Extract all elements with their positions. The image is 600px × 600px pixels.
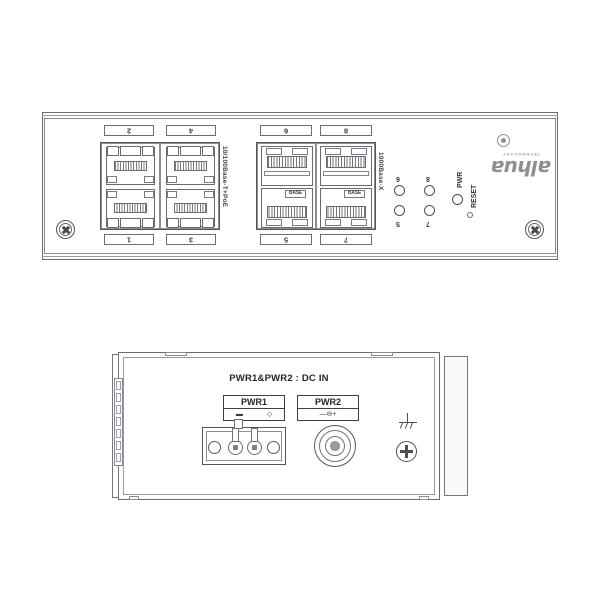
led-label-5: 5 — [396, 220, 400, 227]
sfp-port-6[interactable] — [261, 146, 313, 186]
port-label-4: 4 — [166, 125, 216, 136]
power-panel-chassis: PWR1&PWR2 : DC IN PWR1 ▬ ◇ PWR2 —⊖+ — [118, 352, 440, 500]
ground-screw[interactable] — [396, 441, 417, 462]
brand-logo: alhua TECHNOLOGY — [490, 152, 552, 180]
panel-top-rule — [42, 115, 558, 116]
pwr2-name: PWR2 — [298, 396, 358, 410]
chassis-foot-left — [129, 496, 139, 500]
sfp-base-label-5: BASE — [284, 190, 306, 198]
sfp-column-right — [316, 143, 375, 229]
led-label-power: PWR — [457, 171, 464, 188]
port-label-5: 5 — [260, 234, 312, 245]
led-label-6: 6 — [396, 175, 400, 182]
front-panel-view: 2 4 1 3 — [42, 112, 558, 260]
pwr2-dc-barrel-jack[interactable] — [314, 425, 356, 467]
pwr1-label-plate: PWR1 ▬ ◇ — [223, 395, 285, 422]
chassis-notch-right — [371, 352, 393, 356]
pwr1-terminal-block[interactable] — [202, 419, 286, 465]
sfp-port-7[interactable]: BASE — [320, 188, 372, 228]
led-indicator-power — [452, 194, 463, 205]
reset-button[interactable] — [467, 212, 473, 218]
brand-wordmark: alhua — [491, 156, 551, 180]
port-label-3: 3 — [166, 234, 216, 245]
port-label-8: 8 — [320, 125, 372, 136]
phillips-screw-icon — [528, 223, 541, 236]
pwr2-symbols: —⊖+ — [298, 409, 358, 420]
led-label-8: 8 — [426, 175, 430, 182]
phillips-screw-icon — [59, 223, 72, 236]
port-label-1: 1 — [104, 234, 154, 245]
rj45-port-1[interactable] — [106, 189, 155, 228]
rj45-port-2[interactable] — [106, 146, 155, 185]
sfp-port-8[interactable] — [320, 146, 372, 186]
led-indicator-8 — [424, 185, 435, 196]
power-panel-face — [123, 357, 435, 495]
led-label-7: 7 — [426, 220, 430, 227]
chassis-notch-left — [165, 352, 187, 356]
chassis-screw-left — [56, 220, 75, 239]
port-label-6: 6 — [260, 125, 312, 136]
chassis-screw-right — [525, 220, 544, 239]
earth-ground-icon — [395, 413, 421, 431]
port-label-2: 2 — [104, 125, 154, 136]
dc-minus-symbol: ▬ — [235, 411, 243, 419]
chassis-vent-slots — [113, 378, 123, 466]
dc-plus-symbol: ◇ — [266, 411, 273, 419]
rj45-port-4[interactable] — [166, 146, 215, 185]
sfp-base-label-7: BASE — [343, 190, 365, 198]
pwr2-label-plate: PWR2 —⊖+ — [297, 395, 359, 422]
rj45-port-3[interactable] — [166, 189, 215, 228]
power-panel-view: PWR1&PWR2 : DC IN PWR1 ▬ ◇ PWR2 —⊖+ — [112, 344, 468, 510]
led-indicator-7 — [424, 205, 435, 216]
reset-label: RESET — [471, 184, 478, 208]
sfp-port-5[interactable]: BASE — [261, 188, 313, 228]
rj45-column-right — [160, 143, 219, 229]
led-indicator-6 — [394, 185, 405, 196]
dahua-eye-icon — [497, 134, 510, 147]
dc-center-negative-symbol: —⊖+ — [319, 411, 337, 419]
chassis-foot-right — [419, 496, 429, 500]
power-panel-title: PWR1&PWR2 : DC IN — [229, 373, 329, 384]
sfp-spec-label: 1000Base-X — [377, 152, 384, 191]
chassis-right-lip — [444, 356, 468, 496]
port-label-7: 7 — [320, 234, 372, 245]
sfp-column-left — [257, 143, 316, 229]
sfp-port-block: BASE BASE — [256, 142, 376, 230]
panel-bottom-rule — [42, 256, 558, 257]
pwr1-name: PWR1 — [224, 396, 284, 410]
led-indicator-5 — [394, 205, 405, 216]
pwr1-symbols: ▬ ◇ — [224, 409, 284, 420]
rj45-column-left — [101, 143, 160, 229]
rj45-port-block — [100, 142, 220, 230]
rj45-spec-label: 10/100Base-T+PoE — [221, 146, 228, 208]
